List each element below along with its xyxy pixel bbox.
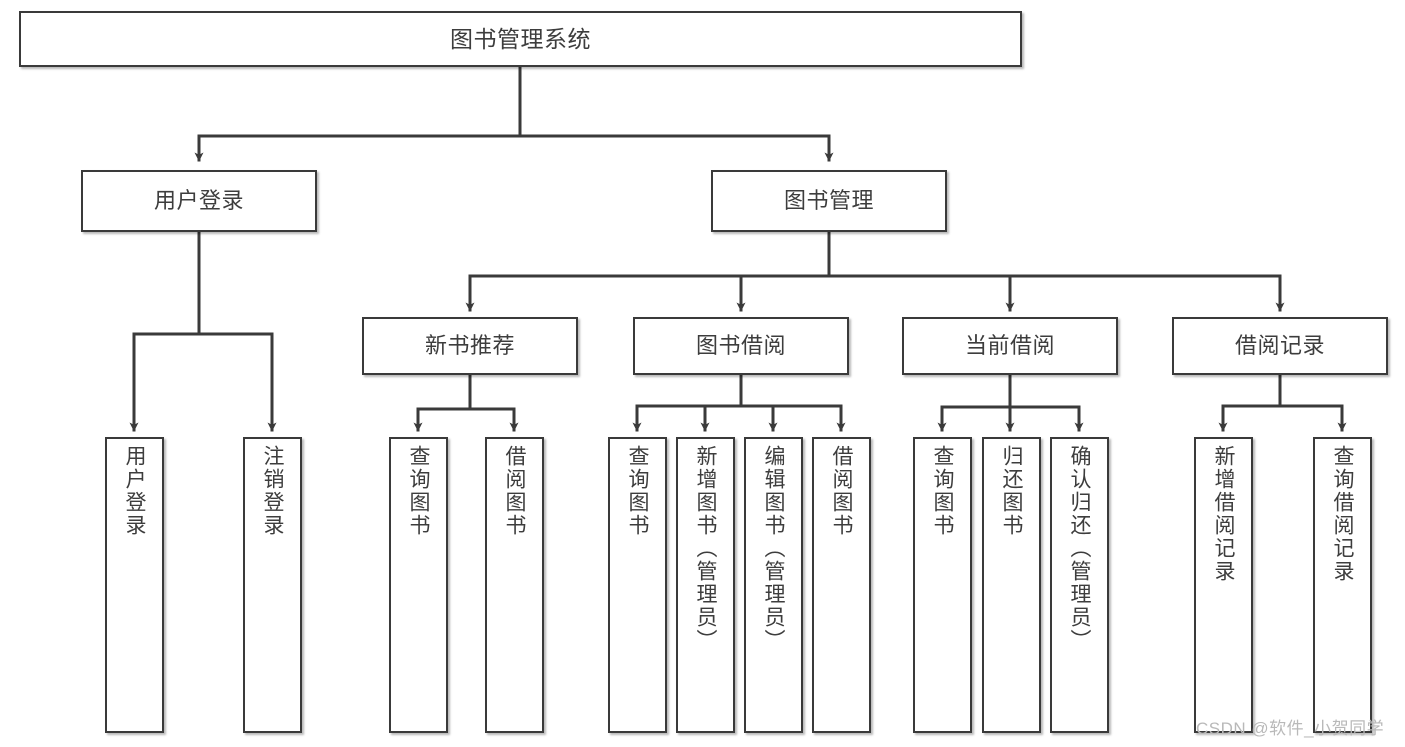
node-leaf-borrow-book-2[interactable]: 借阅图书 (812, 437, 871, 733)
node-book-manage[interactable]: 图书管理 (711, 170, 947, 232)
node-leaf-confirm-return[interactable]: 确认归还（管理员） (1050, 437, 1109, 733)
node-leaf-borrow-book-1-label: 借阅图书 (503, 445, 526, 537)
node-leaf-add-record[interactable]: 新增借阅记录 (1194, 437, 1253, 733)
node-leaf-query-book-1-label: 查询图书 (407, 445, 430, 537)
node-leaf-add-book-label: 新增图书（管理员） (694, 445, 717, 652)
node-leaf-edit-book[interactable]: 编辑图书（管理员） (744, 437, 803, 733)
node-leaf-query-book-2[interactable]: 查询图书 (608, 437, 667, 733)
node-leaf-borrow-book-1[interactable]: 借阅图书 (485, 437, 544, 733)
node-leaf-user-logout[interactable]: 注销登录 (243, 437, 302, 733)
node-leaf-add-book[interactable]: 新增图书（管理员） (676, 437, 735, 733)
node-book-manage-label: 图书管理 (783, 188, 874, 214)
node-new-book-recommend-label: 新书推荐 (424, 333, 515, 359)
node-leaf-query-record[interactable]: 查询借阅记录 (1313, 437, 1372, 733)
node-current-borrow[interactable]: 当前借阅 (902, 317, 1118, 375)
node-borrow-record-label: 借阅记录 (1234, 333, 1325, 359)
node-current-borrow-label: 当前借阅 (964, 333, 1055, 359)
node-leaf-query-book-1[interactable]: 查询图书 (389, 437, 448, 733)
node-leaf-return-book-label: 归还图书 (1000, 445, 1023, 537)
node-leaf-query-book-2-label: 查询图书 (626, 445, 649, 537)
node-borrow-record[interactable]: 借阅记录 (1172, 317, 1388, 375)
node-leaf-confirm-return-label: 确认归还（管理员） (1068, 445, 1091, 652)
node-user-login-label: 用户登录 (153, 188, 244, 214)
node-book-borrow-label: 图书借阅 (695, 333, 786, 359)
node-root-label: 图书管理系统 (450, 25, 591, 52)
node-leaf-query-book-3-label: 查询图书 (931, 445, 954, 537)
node-user-login[interactable]: 用户登录 (81, 170, 317, 232)
node-leaf-user-logout-label: 注销登录 (261, 445, 284, 537)
node-leaf-user-login-label: 用户登录 (123, 445, 146, 537)
node-leaf-return-book[interactable]: 归还图书 (982, 437, 1041, 733)
node-leaf-borrow-book-2-label: 借阅图书 (830, 445, 853, 537)
node-leaf-user-login[interactable]: 用户登录 (105, 437, 164, 733)
node-leaf-add-record-label: 新增借阅记录 (1212, 445, 1235, 583)
csdn-watermark: CSDN @软件_小贺同学 (1196, 719, 1385, 738)
node-book-borrow[interactable]: 图书借阅 (633, 317, 849, 375)
node-leaf-query-record-label: 查询借阅记录 (1331, 445, 1354, 583)
node-root[interactable]: 图书管理系统 (19, 11, 1022, 67)
node-leaf-query-book-3[interactable]: 查询图书 (913, 437, 972, 733)
node-new-book-recommend[interactable]: 新书推荐 (362, 317, 578, 375)
node-leaf-edit-book-label: 编辑图书（管理员） (762, 445, 785, 652)
